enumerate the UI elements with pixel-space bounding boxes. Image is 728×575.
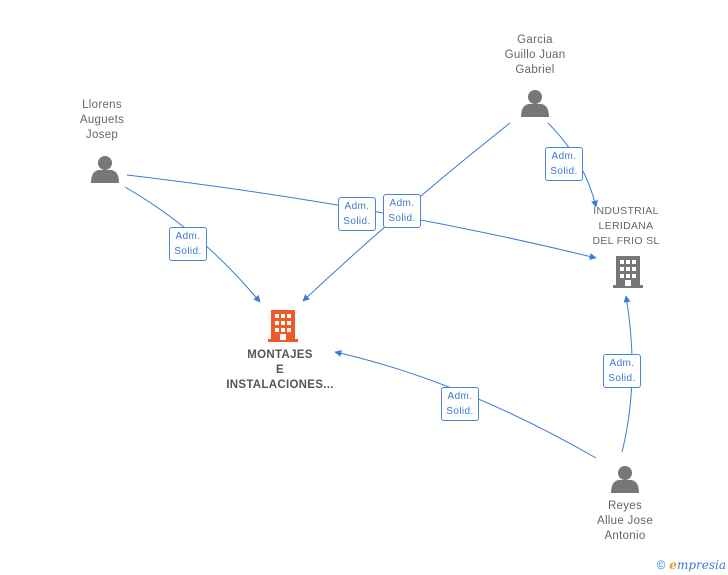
edge-label-line: Adm. xyxy=(447,391,473,402)
node-label-line: INDUSTRIAL xyxy=(593,205,659,217)
edge-label-garcia-industrial[interactable]: Adm. Solid. xyxy=(545,147,583,181)
edge-label-line: Solid. xyxy=(388,213,416,224)
edge-label-line: Adm. xyxy=(175,231,201,242)
node-label-llorens[interactable]: Llorens Auguets Josep xyxy=(62,98,142,143)
brand-footer: © empresia xyxy=(657,558,726,572)
node-label-garcia[interactable]: Garcia Guillo Juan Gabriel xyxy=(490,33,580,78)
person-icon[interactable] xyxy=(611,466,639,493)
node-label-line: INSTALACIONES... xyxy=(226,379,334,391)
node-label-line: Gabriel xyxy=(515,64,555,76)
node-label-industrial[interactable]: INDUSTRIAL LERIDANA DEL FRIO SL xyxy=(580,204,672,249)
building-icon[interactable] xyxy=(613,256,643,288)
edge-label-llorens-montajes[interactable]: Adm. Solid. xyxy=(169,227,207,261)
edge-label-garcia-montajes[interactable]: Adm. Solid. xyxy=(383,194,421,228)
edge-label-line: Adm. xyxy=(551,151,577,162)
node-label-line: Llorens xyxy=(82,99,122,111)
edge-label-line: Solid. xyxy=(174,246,202,257)
building-icon[interactable] xyxy=(268,310,298,342)
node-label-line: DEL FRIO SL xyxy=(592,235,660,247)
node-label-line: Antonio xyxy=(604,530,646,542)
edge-label-reyes-montajes[interactable]: Adm. Solid. xyxy=(441,387,479,421)
edge-label-line: Solid. xyxy=(550,166,578,177)
edge-label-llorens-industrial[interactable]: Adm. Solid. xyxy=(338,197,376,231)
node-label-line: Josep xyxy=(85,129,119,141)
node-label-line: Garcia xyxy=(517,34,553,46)
edge-label-line: Adm. xyxy=(389,198,415,209)
edge-label-line: Adm. xyxy=(344,201,370,212)
person-icon[interactable] xyxy=(521,90,549,117)
node-label-line: LERIDANA xyxy=(598,220,654,232)
person-icon[interactable] xyxy=(91,156,119,183)
node-label-line: Allue Jose xyxy=(596,515,654,527)
node-label-reyes[interactable]: Reyes Allue Jose Antonio xyxy=(580,499,670,544)
edge-label-reyes-industrial[interactable]: Adm. Solid. xyxy=(603,354,641,388)
copyright-icon: © xyxy=(656,558,666,572)
node-label-line: Auguets xyxy=(79,114,125,126)
edge-label-line: Solid. xyxy=(343,216,371,227)
node-label-line: Reyes xyxy=(607,500,643,512)
brand-logo-text: mpresia xyxy=(676,558,726,572)
node-label-line: MONTAJES xyxy=(247,349,313,361)
node-label-montajes[interactable]: MONTAJES E INSTALACIONES... xyxy=(215,348,345,393)
brand-logo-initial: e xyxy=(669,558,677,572)
node-label-line: E xyxy=(276,364,284,376)
node-label-line: Guillo Juan xyxy=(504,49,566,61)
edge-label-line: Adm. xyxy=(609,358,635,369)
edge-label-line: Solid. xyxy=(446,406,474,417)
edge-label-line: Solid. xyxy=(608,373,636,384)
